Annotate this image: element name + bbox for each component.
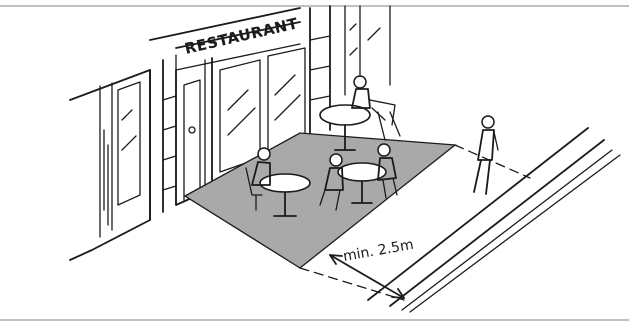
patio-area xyxy=(185,133,455,268)
clearance-dimension xyxy=(330,255,404,298)
clearance-label: min. 2.5m xyxy=(342,237,415,265)
